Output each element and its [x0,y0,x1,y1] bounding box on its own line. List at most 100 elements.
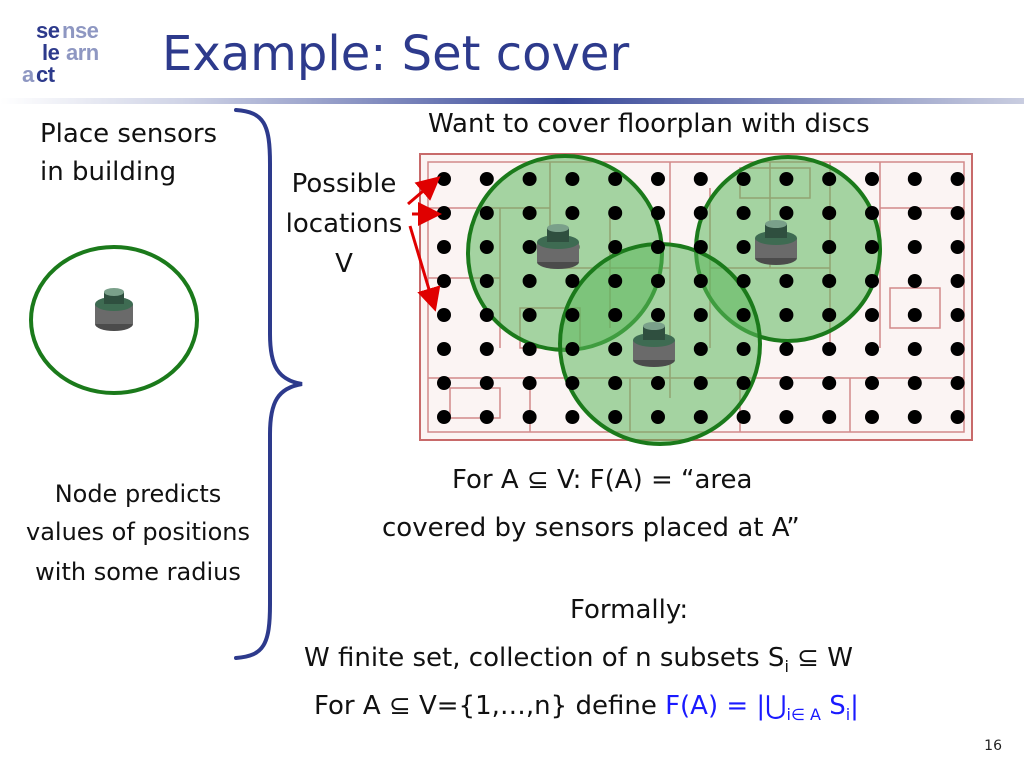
location-dot [736,308,751,322]
define-sub2: i [845,705,851,725]
location-dot [865,376,879,390]
location-dot [608,206,623,220]
location-dot [736,376,751,390]
location-dot [822,376,837,390]
location-dot [651,410,665,424]
location-dot [437,308,451,322]
possible-line1: Possible [291,169,397,199]
location-dot [822,172,837,186]
location-dot [565,206,580,220]
location-dot [437,342,451,356]
title-divider [0,98,1024,104]
location-dot [950,240,965,254]
location-dot [565,342,580,356]
location-dot [437,376,451,390]
logo-le: le [42,40,60,65]
logo: se nse le arn a ct [22,18,122,90]
logo-arn: arn [66,40,99,65]
location-dot [479,172,494,186]
location-dot [693,172,708,186]
logo-ct: ct [36,62,55,87]
location-dot [608,274,623,288]
location-dot [479,274,494,288]
curly-brace [234,108,303,660]
location-dot [522,308,537,322]
location-dot [522,274,537,288]
location-dot [736,240,751,254]
location-dot [479,308,494,322]
location-dot [779,206,794,220]
for-a-line2: covered by sensors placed at A” [382,513,800,543]
logo-se: se [36,18,60,43]
location-dot [907,172,922,186]
location-dot [522,172,537,186]
location-dot [907,308,922,322]
location-dot [651,240,665,254]
location-dot [950,274,965,288]
location-dot [736,172,751,186]
location-dot [950,410,965,424]
logo-a: a [22,62,34,87]
location-dot [779,342,794,356]
location-dot [522,342,537,356]
define-end: | [850,691,859,721]
location-dot [865,240,879,254]
location-dot [608,410,623,424]
location-dot [865,342,879,356]
location-dot [907,206,922,220]
formally-label: Formally: [570,595,689,625]
location-dot [865,410,879,424]
location-dot [651,308,665,322]
location-dot [822,206,837,220]
slide-number: 16 [984,738,1002,754]
location-dot [736,206,751,220]
define-formula: F(A) = |⋃i∈ A Si| [665,691,859,725]
location-dot [950,172,965,186]
location-dot [779,172,794,186]
location-dot [479,410,494,424]
location-dot [779,376,794,390]
location-dot [907,274,922,288]
location-dot [865,206,879,220]
location-dot [565,376,580,390]
define-f: F(A) = |⋃ [665,691,787,721]
sensor-icon-3 [633,322,675,367]
location-dot [479,240,494,254]
location-dot [907,240,922,254]
location-dot [950,206,965,220]
page-title: Example: Set cover [162,26,630,82]
w-finite-sub: i [784,657,789,677]
location-dot [608,308,623,322]
location-dot [479,376,494,390]
location-dot [522,410,537,424]
define-s: S [820,691,846,721]
location-dot [822,342,837,356]
single-sensor-diagram [29,245,199,395]
possible-line3: V [335,249,353,279]
define-sub: i∈ A [786,705,821,725]
w-finite-text: W finite set, collection of n subsets S [304,643,785,673]
location-dot [693,274,708,288]
define-line: For A ⊆ V={1,…,n} define F(A) = |⋃i∈ A S… [314,690,859,731]
location-dot [693,240,708,254]
location-dot [565,308,580,322]
logo-nse: nse [62,18,99,43]
define-text: For A ⊆ V={1,…,n} define [314,691,666,721]
possible-line2: locations [285,209,403,239]
location-dot [693,342,708,356]
location-dot [693,410,708,424]
sensor-radius-circle [29,245,199,395]
location-dot [522,376,537,390]
location-dot [822,240,837,254]
w-finite-line: W finite set, collection of n subsets Si… [304,642,853,683]
location-dot [907,410,922,424]
location-dot [651,376,665,390]
place-sensors-line1: Place sensors [40,119,218,149]
location-dot [437,240,451,254]
location-dot [608,342,623,356]
location-dot [822,308,837,322]
for-a-line1: For A ⊆ V: F(A) = “area [452,465,753,495]
location-dot [865,274,879,288]
location-dot [522,240,537,254]
arrow-3 [408,225,441,312]
